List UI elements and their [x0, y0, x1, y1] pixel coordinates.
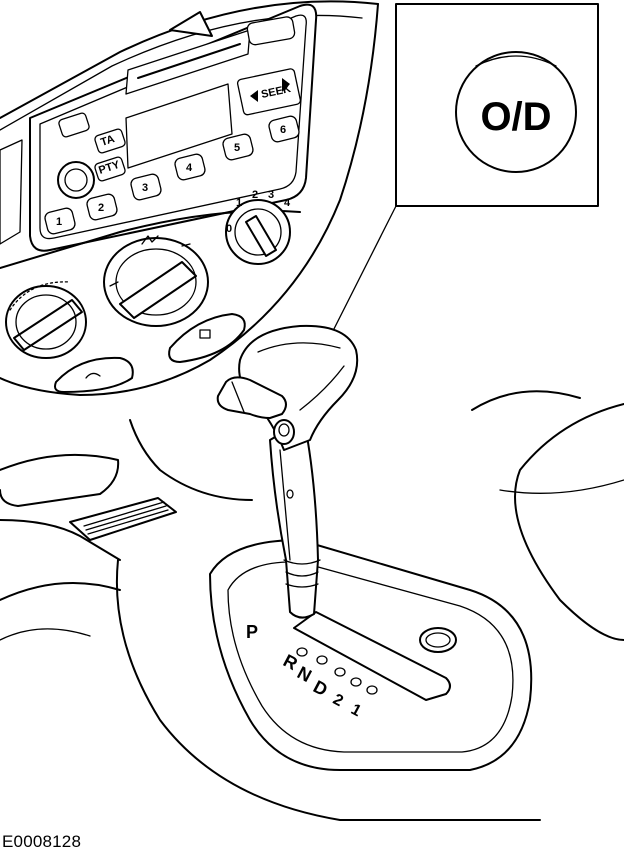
- hazard-triangle-icon: [169, 11, 213, 37]
- ta-label: TA: [99, 133, 116, 149]
- figure-reference-id: E0008128: [2, 832, 82, 851]
- preset-button-1[interactable]: [44, 207, 76, 235]
- od-button[interactable]: [455, 51, 577, 173]
- dashboard-center-console: SEEK TA PTY 1 2 3 4 5 6: [0, 0, 379, 396]
- svg-text:4: 4: [186, 162, 193, 174]
- fan-label-4: 4: [284, 197, 291, 209]
- air-distribution-dial: [103, 235, 209, 327]
- right-seat-outline: [514, 403, 624, 641]
- svg-text:3: 3: [142, 182, 148, 194]
- svg-text:5: 5: [234, 142, 240, 154]
- preset-buttons: 1 2 3 4 5 6: [44, 115, 300, 235]
- fan-label-2: 2: [252, 189, 258, 201]
- gear-gate-slot: [293, 611, 451, 701]
- left-air-vent: [0, 139, 23, 245]
- eject-button[interactable]: [246, 16, 296, 46]
- od-switch[interactable]: [273, 419, 295, 445]
- svg-text:2: 2: [98, 202, 104, 214]
- preset-button-6[interactable]: [268, 115, 300, 143]
- pty-button[interactable]: [94, 156, 126, 182]
- gear-selector-gate: P R N D 2 1: [209, 539, 533, 771]
- svg-text:1: 1: [56, 216, 62, 228]
- gear-shift-lever[interactable]: [216, 324, 359, 619]
- radio-display: [125, 83, 233, 169]
- gate-round-button[interactable]: [419, 627, 457, 653]
- temperature-dial: [5, 281, 87, 359]
- overdrive-inset: O/D: [285, 3, 599, 425]
- preset-button-4[interactable]: [174, 153, 206, 181]
- floor-console: [0, 390, 624, 821]
- recirculation-button[interactable]: [54, 356, 134, 393]
- radio-small-button[interactable]: [58, 112, 90, 138]
- ta-button[interactable]: [94, 128, 126, 154]
- preset-button-3[interactable]: [130, 173, 162, 201]
- gear-detent-dots: [296, 647, 378, 695]
- fan-speed-dial: 0 1 2 3 4: [225, 189, 291, 265]
- svg-text:6: 6: [280, 124, 286, 136]
- fan-label-0: 0: [226, 223, 232, 235]
- fan-label-3: 3: [268, 189, 274, 201]
- preset-button-5[interactable]: [222, 133, 254, 161]
- preset-button-2[interactable]: [86, 193, 118, 221]
- fan-label-1: 1: [236, 197, 242, 209]
- volume-knob[interactable]: [57, 161, 95, 199]
- gear-label-p: P: [246, 622, 258, 642]
- od-button-label: O/D: [480, 95, 551, 139]
